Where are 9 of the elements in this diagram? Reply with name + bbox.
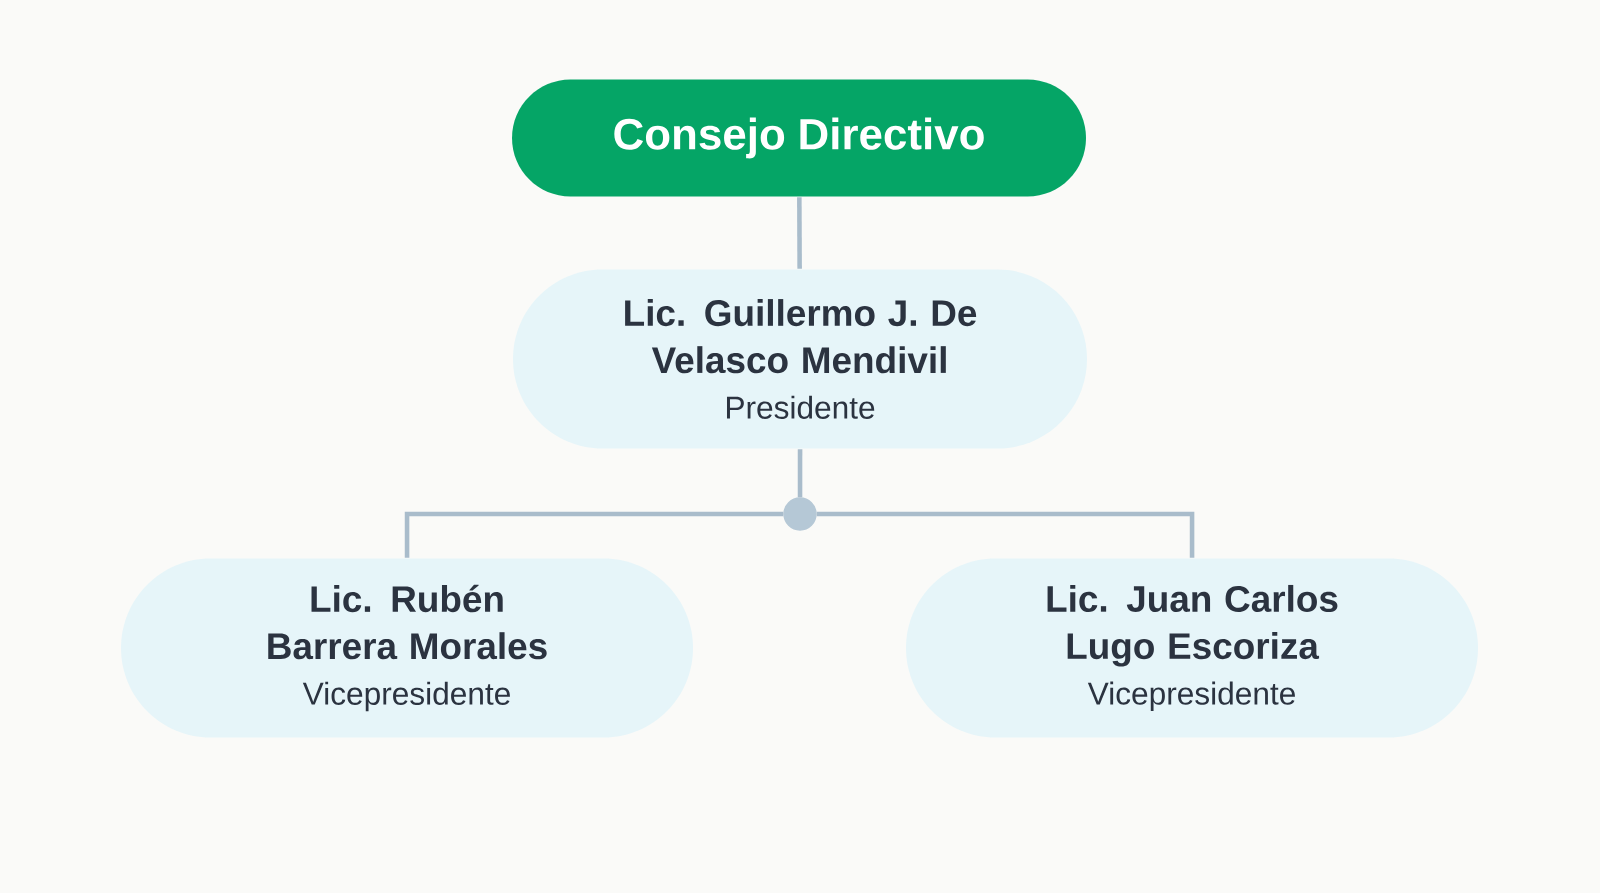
title-pill: Consejo Directivo xyxy=(512,79,1086,197)
person-card: Lic. Rubén Barrera Morales Vicepresidente xyxy=(121,558,693,738)
junction-dot xyxy=(783,497,817,531)
connector-line xyxy=(797,449,803,498)
connector-line xyxy=(404,511,784,558)
connector-line xyxy=(797,197,802,269)
connector-line xyxy=(816,511,1195,558)
person-card: Lic. Juan Carlos Lugo Escoriza Vicepresidente xyxy=(906,558,1478,738)
person-card: Lic. Guillermo J. De Velasco Mendivil Presidente xyxy=(513,269,1087,449)
